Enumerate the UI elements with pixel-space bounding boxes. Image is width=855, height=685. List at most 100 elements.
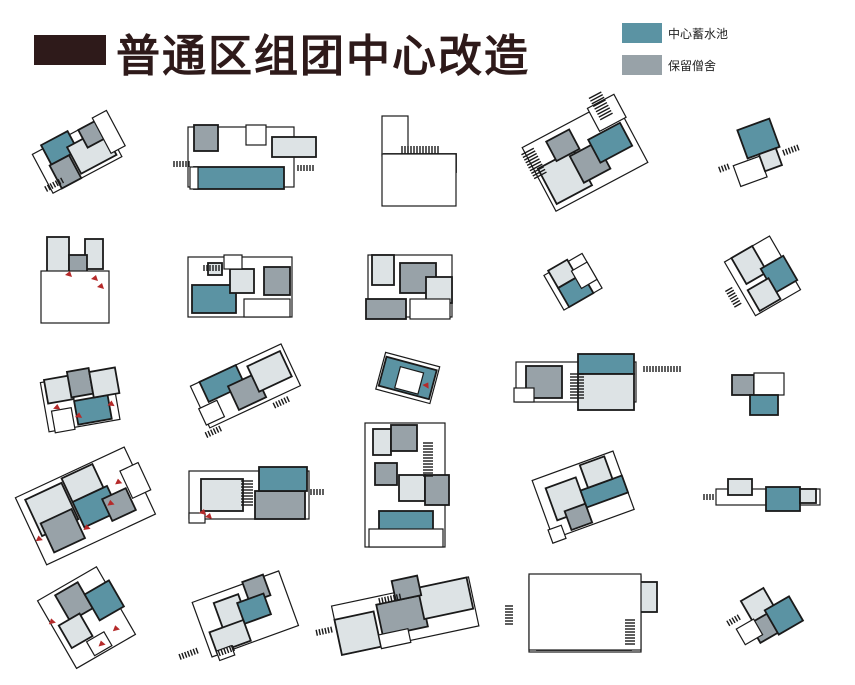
building-block [84,238,104,270]
stair-steps [44,177,65,192]
retained-dwelling-block [193,124,219,152]
stair-steps [718,163,730,173]
building-block [398,474,426,502]
site-plan-17 [188,466,324,524]
stair-steps [703,494,714,500]
retained-dwelling-block [100,487,138,523]
stair-steps [297,165,314,171]
site-plan-2 [173,124,317,190]
site-plan-15 [731,372,785,416]
retained-dwelling-block [374,462,398,486]
building-block [197,399,226,426]
building-block [208,618,252,655]
site-plan-9 [543,252,603,311]
building-block [119,461,152,500]
tree-marker-icon [48,618,56,625]
building-block [513,387,535,403]
site-plan-8 [365,254,453,320]
retained-dwelling-block [390,574,423,602]
site-plan-3 [381,115,457,207]
building-block [88,366,121,399]
site-plan-4 [521,91,649,213]
building-block [727,478,753,496]
retained-dwelling-block [424,474,450,506]
building-block [746,276,782,313]
site-plan-12 [189,343,302,438]
building-block [223,254,243,270]
building-block [200,478,244,512]
legend: 中心蓄水池 保留僧舍 [622,20,728,84]
retained-dwelling-block [544,128,581,163]
building-block [246,349,293,393]
building-block [40,270,110,324]
tree-marker-icon [53,403,61,410]
building-block [547,524,567,544]
stair-steps [378,593,402,605]
site-plan-19 [531,450,635,544]
tree-marker-icon [199,509,206,515]
building-block [243,298,291,318]
cistern-block [586,121,634,164]
building-block [570,261,598,290]
building-block [46,236,70,274]
stair-steps [725,286,742,308]
stair-steps [241,480,253,506]
cistern-block [83,579,126,622]
tree-marker-icon [107,400,115,407]
cistern-block [258,466,308,492]
site-plan-21 [36,566,137,670]
tree-marker-icon [112,625,120,632]
building-block [577,373,635,411]
stair-steps [726,614,741,627]
tree-marker-icon [107,499,115,506]
legend-swatch-dwelling [622,55,662,75]
site-plan-25 [726,586,805,646]
stair-steps [423,442,433,477]
stair-steps [204,425,222,438]
legend-item-pool: 中心蓄水池 [622,20,728,46]
stair-steps [521,147,547,180]
building-block [333,610,383,657]
building-block [393,365,425,395]
tree-marker-icon [74,412,83,418]
cistern-block [193,166,285,190]
cistern-block [191,284,237,314]
building-block [578,455,614,489]
tree-marker-icon [422,382,429,389]
building-block [229,268,255,294]
stair-steps [203,265,223,271]
cistern-block [763,595,805,636]
building-block [36,566,137,670]
legend-swatch-pool [622,23,662,43]
building-block [416,576,475,621]
building-block [85,630,113,657]
building-block [409,298,451,320]
tree-marker-icon [65,271,72,277]
stair-steps [625,619,635,645]
stair-steps [315,626,333,636]
site-plan-24 [505,573,658,653]
legend-item-dwelling: 保留僧舍 [622,52,728,78]
cistern-block [235,592,273,625]
tree-marker-icon [97,283,104,289]
building-block [528,573,642,651]
tree-marker-icon [91,275,98,281]
retained-dwelling-block [39,507,87,554]
building-block [372,428,392,456]
tree-marker-icon [83,524,91,531]
building-block [188,512,206,524]
building-block [381,153,457,207]
building-block [381,115,409,157]
retained-dwelling-block [263,266,291,296]
building-block [91,109,126,155]
building-block [60,462,105,504]
title-bar-block [34,35,106,65]
building-block [245,124,267,146]
stair-steps [505,605,513,625]
site-plan-6 [40,236,110,324]
building-block [368,528,444,548]
building-block [57,612,94,650]
site-plan-20 [703,478,821,512]
tree-marker-icon [205,513,212,519]
building-block [189,166,199,190]
